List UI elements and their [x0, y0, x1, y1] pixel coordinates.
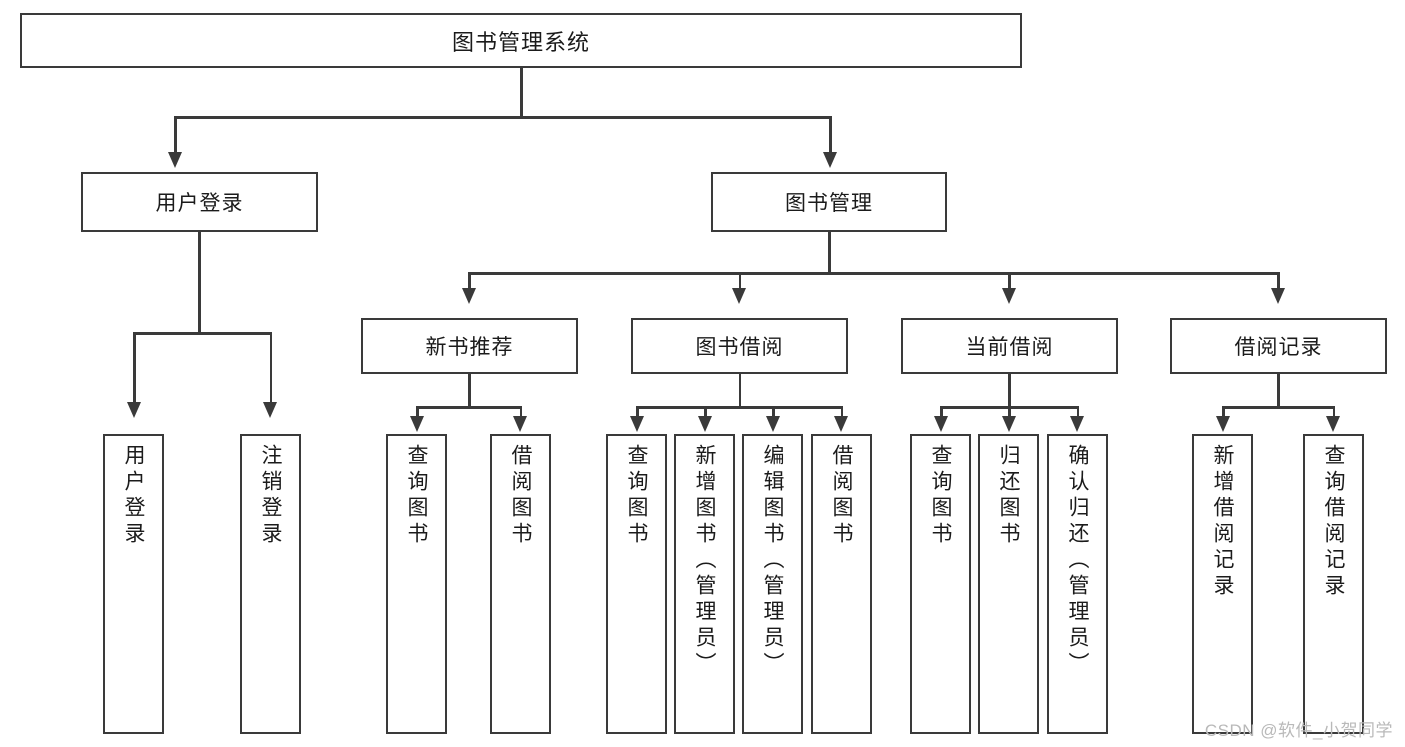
connector-borrow-records-drop-1 — [1222, 406, 1225, 418]
leaf-records-add-record[interactable]: 新增借阅记录 — [1192, 434, 1253, 734]
connector-new-book-bus — [416, 406, 522, 409]
connector-user-login-drop-1 — [133, 332, 136, 404]
node-borrow-records[interactable]: 借阅记录 — [1170, 318, 1387, 374]
connector-book-manage-bus — [468, 272, 1279, 275]
connector-new-book-drop-1 — [416, 406, 419, 418]
node-label: 注销登录 — [259, 444, 282, 548]
connector-book-manage-drop-4 — [1277, 272, 1280, 290]
connector-book-manage-drop-1 — [468, 272, 471, 290]
watermark-text: CSDN @软件_小贺同学 — [1204, 721, 1393, 740]
connector-borrow-records-stem — [1277, 374, 1280, 408]
connector-root-drop-right — [829, 116, 832, 154]
connector-book-borrow-bus — [636, 406, 843, 409]
connector-user-login-drop-2 — [269, 332, 272, 404]
connector-root-bus — [174, 116, 832, 119]
node-label: 新增图书（管理员） — [693, 444, 716, 678]
leaf-current-return-book[interactable]: 归还图书 — [978, 434, 1039, 734]
arrowhead-user-login-leaf-1 — [126, 402, 141, 418]
arrowhead-current-borrow-leaf-2 — [1001, 416, 1016, 432]
arrowhead-current-borrow-leaf-3 — [1070, 416, 1084, 432]
arrowhead-to-user-login — [168, 152, 182, 168]
leaf-borrow-edit-book-admin[interactable]: 编辑图书（管理员） — [742, 434, 803, 734]
connector-book-manage-drop-3 — [1008, 272, 1011, 290]
connector-book-manage-drop-2 — [738, 272, 741, 290]
node-label: 用户登录 — [155, 192, 244, 215]
arrowhead-to-borrow-records — [1270, 288, 1285, 304]
connector-book-manage-stem — [828, 232, 831, 274]
connector-borrow-records-drop-2 — [1332, 406, 1335, 418]
leaf-borrow-query-book[interactable]: 查询图书 — [606, 434, 667, 734]
arrowhead-book-borrow-leaf-1 — [629, 416, 644, 432]
arrowhead-new-book-leaf-1 — [409, 416, 424, 432]
leaf-new-book-borrow[interactable]: 借阅图书 — [490, 434, 551, 734]
node-new-book-recommend[interactable]: 新书推荐 — [361, 318, 578, 374]
node-label: 图书管理 — [785, 192, 873, 215]
connector-root-stem — [520, 68, 523, 118]
node-label: 确认归还（管理员） — [1066, 444, 1089, 678]
node-label: 查询图书 — [405, 444, 428, 548]
arrowhead-user-login-leaf-2 — [263, 402, 277, 418]
connector-book-borrow-drop-3 — [772, 406, 775, 418]
node-label: 查询图书 — [929, 444, 952, 548]
node-root-system[interactable]: 图书管理系统 — [20, 13, 1022, 68]
leaf-records-query-record[interactable]: 查询借阅记录 — [1303, 434, 1364, 734]
node-book-borrow[interactable]: 图书借阅 — [631, 318, 848, 374]
connector-current-borrow-drop-2 — [1008, 406, 1011, 418]
arrowhead-current-borrow-leaf-1 — [933, 416, 948, 432]
node-label: 图书借阅 — [695, 336, 784, 359]
arrowhead-book-borrow-leaf-4 — [834, 416, 848, 432]
connector-book-borrow-stem — [738, 374, 741, 408]
connector-borrow-records-bus — [1222, 406, 1335, 409]
node-label: 借阅记录 — [1234, 336, 1323, 359]
node-label: 用户登录 — [122, 444, 145, 548]
node-label: 借阅图书 — [830, 444, 853, 548]
arrowhead-book-borrow-leaf-2 — [697, 416, 712, 432]
connector-new-book-drop-2 — [519, 406, 522, 418]
arrowhead-book-borrow-leaf-3 — [765, 416, 780, 432]
node-label: 图书管理系统 — [451, 29, 590, 55]
leaf-user-login[interactable]: 用户登录 — [103, 434, 164, 734]
node-current-borrow[interactable]: 当前借阅 — [901, 318, 1118, 374]
leaf-borrow-borrow-book[interactable]: 借阅图书 — [811, 434, 872, 734]
node-label: 查询借阅记录 — [1322, 444, 1345, 600]
arrowhead-borrow-records-leaf-1 — [1215, 416, 1230, 432]
connector-new-book-stem — [468, 374, 471, 408]
connector-book-borrow-drop-2 — [704, 406, 707, 418]
node-label: 编辑图书（管理员） — [761, 444, 784, 678]
connector-user-login-bus — [133, 332, 272, 335]
node-user-login[interactable]: 用户登录 — [81, 172, 318, 232]
leaf-user-logout[interactable]: 注销登录 — [240, 434, 301, 734]
connector-book-borrow-drop-1 — [636, 406, 639, 418]
node-label: 查询图书 — [625, 444, 648, 548]
node-label: 借阅图书 — [509, 444, 532, 548]
leaf-new-book-query[interactable]: 查询图书 — [386, 434, 447, 734]
node-label: 当前借阅 — [965, 336, 1054, 359]
node-book-management[interactable]: 图书管理 — [711, 172, 947, 232]
arrowhead-to-new-book — [461, 288, 476, 304]
node-label: 归还图书 — [997, 444, 1020, 548]
leaf-borrow-add-book-admin[interactable]: 新增图书（管理员） — [674, 434, 735, 734]
arrowhead-new-book-leaf-2 — [513, 416, 527, 432]
connector-current-borrow-drop-1 — [940, 406, 943, 418]
node-label: 新书推荐 — [425, 336, 514, 359]
arrowhead-to-book-borrow — [732, 288, 746, 304]
leaf-current-confirm-return-admin[interactable]: 确认归还（管理员） — [1047, 434, 1108, 734]
arrowhead-to-book-manage — [823, 152, 837, 168]
node-label: 新增借阅记录 — [1211, 444, 1234, 600]
connector-current-borrow-stem — [1008, 374, 1011, 408]
connector-current-borrow-drop-3 — [1076, 406, 1079, 418]
arrowhead-to-current-borrow — [1001, 288, 1016, 304]
arrowhead-borrow-records-leaf-2 — [1326, 416, 1340, 432]
leaf-current-query-book[interactable]: 查询图书 — [910, 434, 971, 734]
connector-root-drop-left — [174, 116, 177, 154]
connector-user-login-stem — [198, 232, 201, 334]
connector-book-borrow-drop-4 — [840, 406, 843, 418]
